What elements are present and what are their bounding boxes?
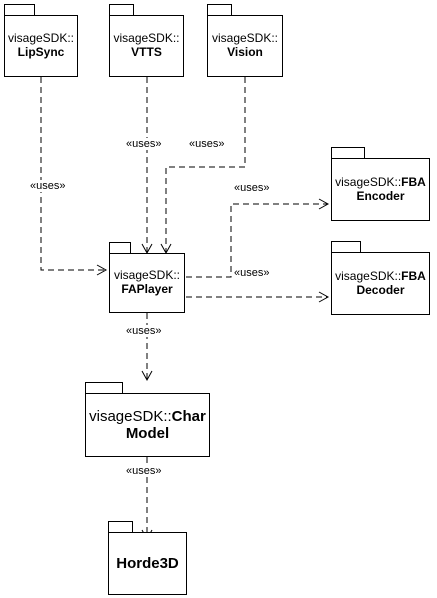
package-namespace: visageSDK::	[7, 31, 75, 46]
package-body: visageSDK:: FAPlayer	[109, 253, 185, 313]
edge-lipsync-faplayer	[40, 77, 108, 276]
package-namespace: visageSDK::	[89, 407, 172, 425]
package-fba-decoder[interactable]: visageSDK::FBA Decoder	[331, 241, 430, 315]
package-char-model[interactable]: visageSDK::Char Model	[85, 382, 210, 457]
package-tab	[108, 521, 133, 533]
package-name: Horde3D	[116, 554, 179, 572]
package-name: Vision	[227, 45, 263, 59]
package-faplayer[interactable]: visageSDK:: FAPlayer	[109, 242, 185, 313]
package-tab	[109, 242, 131, 254]
package-body: visageSDK:: Vision	[207, 15, 283, 77]
edge-faplayer-encoder	[186, 198, 330, 278]
package-vision[interactable]: visageSDK:: Vision	[207, 4, 283, 77]
package-name-line2: Decoder	[356, 282, 405, 297]
uses-label-charmodel: «uses»	[126, 325, 162, 337]
package-body: Horde3D	[108, 532, 187, 595]
package-namespace: visageSDK::	[113, 268, 181, 283]
uses-label-lipsync: «uses»	[30, 180, 66, 192]
package-tab	[207, 4, 232, 16]
package-name: Char	[171, 407, 206, 425]
package-tab	[331, 147, 365, 159]
package-name: VTTS	[131, 45, 162, 59]
package-name: FBA	[401, 174, 426, 189]
package-name: FBA	[401, 268, 426, 283]
package-name: LipSync	[17, 45, 65, 59]
package-fba-encoder[interactable]: visageSDK::FBA Encoder	[331, 147, 430, 221]
package-lipsync[interactable]: visageSDK:: LipSync	[4, 4, 78, 77]
package-namespace: visageSDK::	[211, 31, 279, 46]
package-name-line2: Encoder	[356, 188, 405, 203]
uses-label-vision: «uses»	[189, 138, 225, 150]
package-namespace: visageSDK::	[335, 174, 402, 189]
uses-label-horde: «uses»	[126, 465, 162, 477]
uses-label-encoder: «uses»	[234, 182, 270, 194]
edge-vision-faplayer	[160, 77, 246, 255]
package-body: visageSDK:: VTTS	[109, 15, 184, 77]
package-tab	[331, 241, 361, 253]
package-body: visageSDK::FBA Decoder	[331, 252, 430, 315]
package-body: visageSDK:: LipSync	[4, 15, 78, 77]
package-tab	[109, 4, 134, 16]
package-body: visageSDK::FBA Encoder	[331, 158, 430, 221]
package-body: visageSDK::Char Model	[85, 393, 210, 457]
package-namespace: visageSDK::	[335, 268, 402, 283]
package-tab	[85, 382, 123, 394]
package-tab	[4, 4, 35, 16]
package-name-line2: Model	[125, 425, 170, 442]
package-horde3d[interactable]: Horde3D	[108, 521, 187, 595]
uses-label-decoder: «uses»	[234, 267, 270, 279]
package-name: FAPlayer	[121, 282, 173, 296]
uses-label-vtts: «uses»	[126, 138, 162, 150]
package-vtts[interactable]: visageSDK:: VTTS	[109, 4, 184, 77]
package-namespace: visageSDK::	[113, 31, 180, 46]
